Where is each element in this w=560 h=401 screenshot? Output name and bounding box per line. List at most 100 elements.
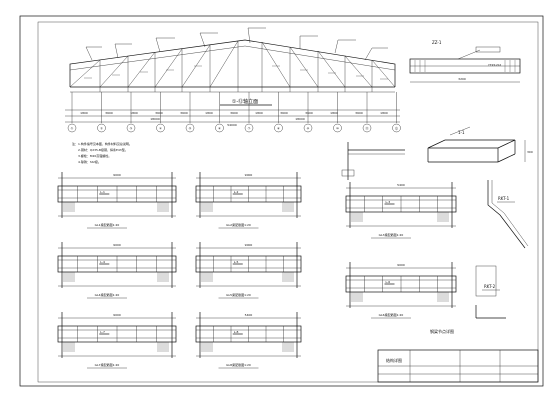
axis-bubble-label: ⑪ <box>365 126 368 131</box>
zz-label: ZZ-1 <box>432 40 442 45</box>
beam-span: 9000 <box>113 173 121 177</box>
beam-caption: GL3梁配筋图1:20 <box>379 232 404 237</box>
axis-bubble <box>362 123 372 133</box>
detail-1-1-label: 1-1 <box>458 130 465 135</box>
note-3: 3.螺栓：M20高强螺栓。 <box>78 153 111 158</box>
beam-span: 9000 <box>245 243 253 247</box>
axis-bubble-label: ⑦ <box>248 127 251 131</box>
beam-id: L-5 <box>234 260 239 264</box>
dim-label: 3600 <box>230 111 238 115</box>
dim-label: 1800 <box>205 111 213 115</box>
outer-border <box>19 15 544 387</box>
dim-total-label: 18000 <box>295 117 305 121</box>
beam-id: L-1 <box>100 190 105 194</box>
axis-bubble <box>126 123 136 133</box>
dim-label: 1800 <box>380 111 388 115</box>
beam-span: 9000 <box>113 313 121 317</box>
axis-bubble-label: ② <box>100 127 103 131</box>
beam-span: 5400 <box>397 183 405 187</box>
rkt-label-b: RKT-2 <box>484 284 496 289</box>
dim-label: 1800 <box>255 111 263 115</box>
beam-span: 9000 <box>245 173 253 177</box>
beam-id: L-6 <box>386 280 391 284</box>
axis-bubble-label: ④ <box>159 127 162 131</box>
dim-label: 3600 <box>305 111 313 115</box>
beam-caption: GL8梁配筋图1:20 <box>226 362 251 367</box>
beam-caption: GL2梁配筋图1:20 <box>226 222 251 227</box>
axis-bubble-label: ⑧ <box>277 127 280 131</box>
main-elevation: ①-⑫轴立面 1800 3600 1800 3600 3600 1800 3600 1800 3… <box>65 27 401 133</box>
dim-total-label: 18000 <box>150 117 160 121</box>
section-zz: ZZ-1 YTZ1L5d 3200 <box>409 40 521 83</box>
axis-bubble <box>333 123 342 133</box>
beam-caption: GL7梁配筋图1:20 <box>95 362 120 367</box>
dim-label: 1800 <box>330 111 338 115</box>
axis-bubble <box>244 123 254 133</box>
axis-bubble-label: ⑫ <box>395 126 398 131</box>
title-block: 结构详图 <box>377 349 539 383</box>
beam-span: 9000 <box>397 263 405 267</box>
beam-caption: GL1梁配筋图1:20 <box>95 222 120 227</box>
rkt-label-a: RKT-1 <box>498 196 510 201</box>
axis-bubble-label: ① <box>71 127 74 131</box>
dim-label: 3600 <box>280 111 288 115</box>
zz-annotation: YTZ1L5d <box>488 63 501 67</box>
axis-bubble-label: ⑨ <box>307 127 310 131</box>
notes-block: 注：1.构件编号见本图，构件材料见总说明。 2.钢材：Q235-B级钢，焊条E4… <box>72 141 132 164</box>
axis-bubble <box>392 123 401 133</box>
axis-bubble-label: ⑩ <box>336 127 339 131</box>
axis-bubble <box>67 123 77 133</box>
notch-detail <box>341 142 405 180</box>
axis-bubble <box>215 123 224 133</box>
axis-bubble <box>303 123 313 133</box>
beam-id: L-2 <box>234 190 239 194</box>
dimension-row-bottom: 18000 18000 54000 <box>150 117 305 127</box>
axis-bubble-label: ⑥ <box>218 127 221 131</box>
beam-id: L-4 <box>100 260 105 264</box>
detail-1-1-dim: 300 <box>527 150 533 154</box>
axis-bubble <box>156 123 165 133</box>
beam-span: 9000 <box>113 243 121 247</box>
beam-caption: GL6梁配筋图1:20 <box>379 312 404 317</box>
beam-id: L-8 <box>234 330 239 334</box>
axis-bubble <box>97 123 106 133</box>
axis-bubble <box>274 123 283 133</box>
axis-bubble-label: ⑤ <box>189 127 192 131</box>
section-rkt: RKT-1 RKT-2 <box>475 180 529 319</box>
inner-border <box>37 21 539 383</box>
beam-caption: GL5梁配筋图1:20 <box>226 292 251 297</box>
dim-label: 3600 <box>105 111 113 115</box>
beam-id: L-3 <box>386 200 391 204</box>
note-4: 4.除锈：St2级。 <box>78 159 101 164</box>
note-1: 注：1.构件编号见本图，构件材料见总说明。 <box>72 141 132 146</box>
dim-label: 3600 <box>180 111 188 115</box>
elevation-caption: ①-⑫轴立面 <box>232 98 258 105</box>
axis-bubble-label: ③ <box>130 127 133 131</box>
dim-label: 3600 <box>155 111 163 115</box>
zz-width-dim: 3200 <box>458 77 466 81</box>
axis-bubble <box>185 123 195 133</box>
drawing-name: 结构详图 <box>386 357 402 363</box>
note-2: 2.钢材：Q235-B级钢，焊条E43型。 <box>78 147 128 152</box>
dim-label: 1800 <box>80 111 88 115</box>
dimension-row-lower: 1800 3600 1800 3600 3600 1800 3600 1800 3600 3600… <box>80 111 388 115</box>
beam-caption: GL4梁配筋图1:20 <box>95 292 120 297</box>
beam-details: 9000L-1GL1梁配筋图1:209000L-2GL2梁配筋图1:205400… <box>57 172 457 369</box>
axis-bubble-row: ① ② ③ ④ ⑤ ⑥ ⑦ ⑧ ⑨ ⑩ ⑪ ⑫ <box>67 92 401 133</box>
beam-span: 5400 <box>245 313 253 317</box>
detail-1-1: 1-1 300 <box>427 126 533 163</box>
dim-total-label: 54000 <box>227 123 237 127</box>
right-caption: 钢梁节点详图 <box>430 328 454 334</box>
dim-label: 3600 <box>355 111 363 115</box>
beam-id: L-7 <box>100 330 105 334</box>
dim-label: 1800 <box>130 111 138 115</box>
